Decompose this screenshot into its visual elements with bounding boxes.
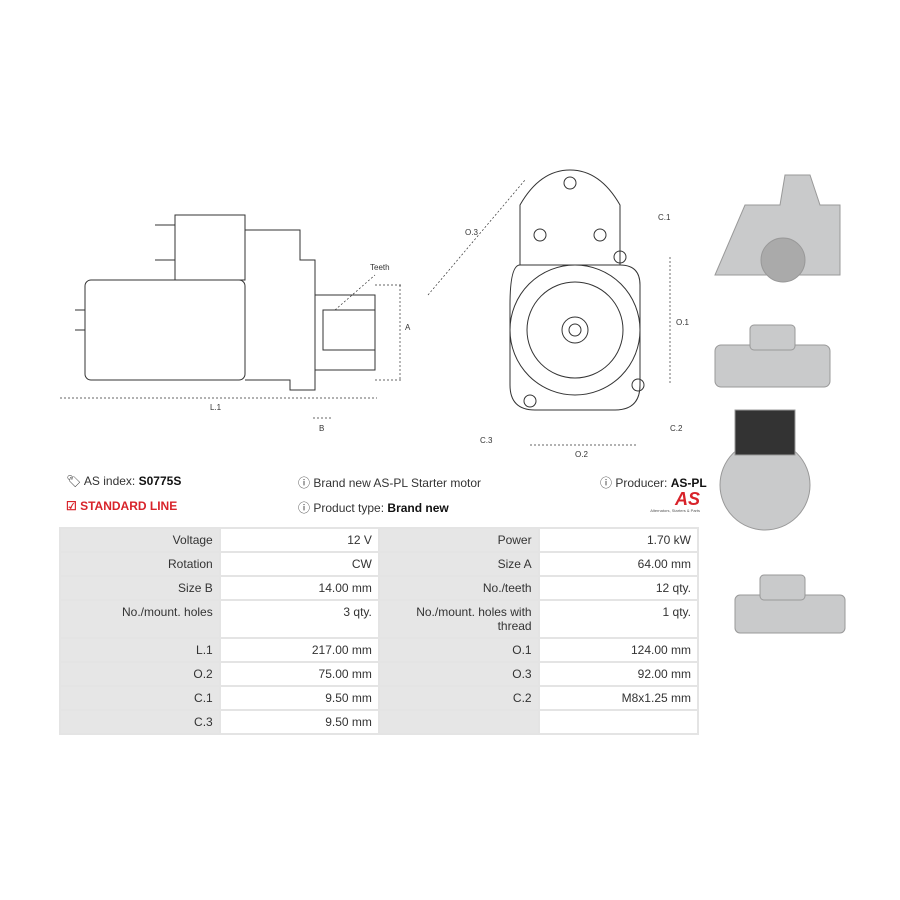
photo-angle — [734, 594, 846, 634]
tags-icon: 🏷 — [66, 474, 82, 488]
photo-front — [714, 174, 841, 276]
spec-value: M8x1.25 mm — [537, 685, 700, 711]
spec-value: 64.00 mm — [537, 551, 700, 577]
spec-value: 217.00 mm — [218, 637, 380, 663]
info-icon: ⓘ — [600, 476, 613, 490]
dim-c3-label: C.3 — [480, 436, 493, 445]
product-photos — [714, 174, 846, 634]
spec-label: O.1 — [377, 637, 540, 663]
as-index-value: S0775S — [138, 474, 182, 488]
spec-label: O.2 — [59, 661, 221, 687]
info-icon: ⓘ — [298, 476, 311, 490]
as-logo: AS Alternators, Starters & Parts — [650, 489, 700, 513]
dim-l1-label: L.1 — [210, 403, 222, 412]
spec-value: 12 V — [218, 527, 380, 553]
spec-value: 14.00 mm — [218, 575, 380, 601]
producer: ⓘ Producer: AS-PL — [600, 476, 707, 490]
spec-label: Power — [377, 527, 540, 553]
dim-o2-label: O.2 — [575, 450, 588, 459]
spec-value: 12 qty. — [537, 575, 700, 601]
spec-label: Size A — [377, 551, 540, 577]
dim-b-label: B — [319, 424, 324, 433]
as-index: 🏷 AS index: S0775S — [66, 474, 182, 488]
spec-value: 9.50 mm — [218, 685, 380, 711]
side-view-drawing: Teeth A B L.1 — [60, 214, 411, 433]
description: ⓘ Brand new AS-PL Starter motor — [298, 476, 481, 490]
spec-label: O.3 — [377, 661, 540, 687]
info-icon: ⓘ — [298, 501, 311, 515]
spec-label: No./mount. holes with thread — [377, 599, 540, 639]
product-type: ⓘ Product type: Brand new — [298, 501, 449, 515]
dim-c2-label: C.2 — [670, 424, 683, 433]
spec-label: L.1 — [59, 637, 221, 663]
spec-label: Voltage — [59, 527, 221, 553]
spec-value: CW — [218, 551, 380, 577]
spec-value — [537, 709, 700, 735]
spec-label: C.1 — [59, 685, 221, 711]
dim-a-label: A — [405, 323, 411, 332]
dim-o3-label: O.3 — [465, 228, 478, 237]
spec-label: Size B — [59, 575, 221, 601]
spec-value: 75.00 mm — [218, 661, 380, 687]
spec-label: Rotation — [59, 551, 221, 577]
checkbox-icon: ☑ — [66, 499, 77, 513]
front-view-drawing: O.3 O.1 O.2 C.1 C.2 C.3 — [427, 169, 689, 459]
spec-label: C.3 — [59, 709, 221, 735]
spec-label — [377, 709, 540, 735]
spec-value: 1 qty. — [537, 599, 700, 639]
dim-o1-label: O.1 — [676, 318, 689, 327]
photo-side — [714, 344, 831, 388]
spec-value: 3 qty. — [218, 599, 380, 639]
spec-value: 124.00 mm — [537, 637, 700, 663]
spec-label: No./teeth — [377, 575, 540, 601]
dim-c1-label: C.1 — [658, 213, 671, 222]
teeth-label: Teeth — [370, 263, 390, 272]
spec-value: 1.70 kW — [537, 527, 700, 553]
spec-value: 92.00 mm — [537, 661, 700, 687]
standard-line-badge: ☑ STANDARD LINE — [66, 499, 178, 513]
spec-label: No./mount. holes — [59, 599, 221, 639]
spec-value: 9.50 mm — [218, 709, 380, 735]
spec-label: C.2 — [377, 685, 540, 711]
